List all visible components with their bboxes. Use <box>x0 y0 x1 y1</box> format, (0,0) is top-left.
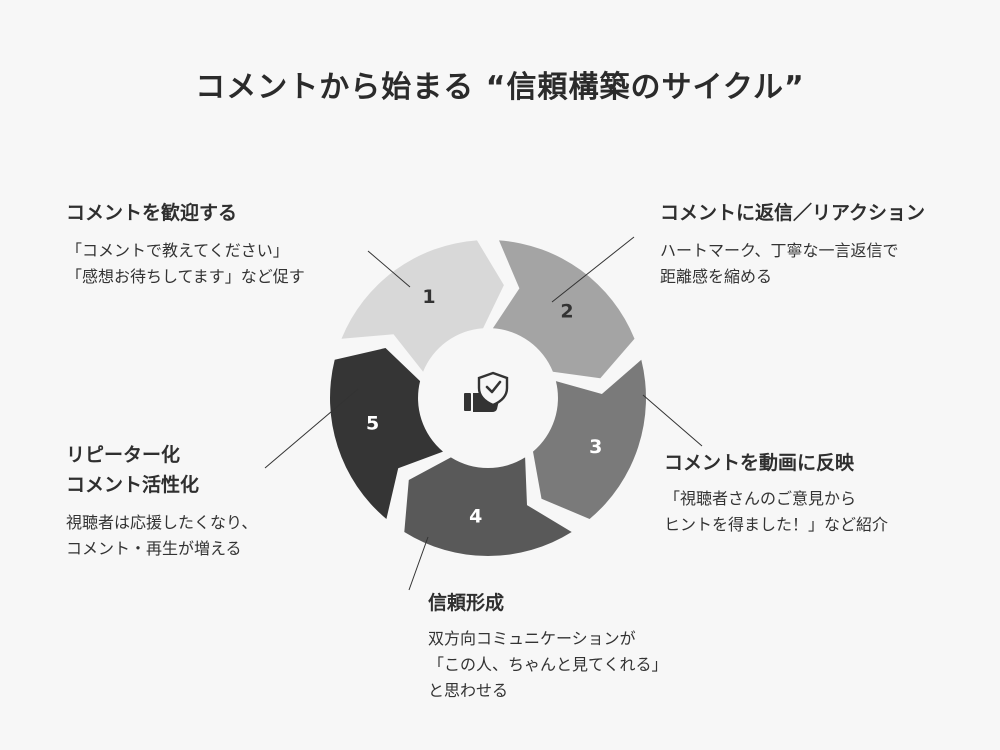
leader-line-3 <box>642 394 703 447</box>
step-4-title: 信頼形成 <box>428 592 505 614</box>
step-1-number: 1 <box>422 286 435 308</box>
step-1-title: コメントを歓迎する <box>66 202 238 224</box>
leader-line-1 <box>367 250 411 288</box>
step-2-description: ハートマーク、丁寧な一言返信で 距離感を縮める <box>660 241 899 286</box>
cycle-segment-5 <box>330 348 443 519</box>
cycle-segment-3 <box>533 359 646 519</box>
step-5-number: 5 <box>366 413 379 435</box>
step-3-title: コメントを動画に反映 <box>664 452 855 474</box>
step-3-number: 3 <box>589 436 602 458</box>
cycle-segment-1 <box>341 240 504 372</box>
leader-line-4 <box>408 536 429 591</box>
step-4-number: 4 <box>469 505 482 527</box>
thumbs-up-shield-icon <box>464 371 509 412</box>
step-5-description: 視聴者は応援したくなり、 コメント・再生が増える <box>66 513 258 558</box>
cycle-segment-2 <box>492 240 635 379</box>
step-1-description: 「コメントで教えてください」 「感想お待ちしてます」など促す <box>66 241 305 286</box>
leader-line-2 <box>551 236 635 303</box>
step-4-description: 双方向コミュニケーションが 「この人、ちゃんと見てくれる」 と思わせる <box>428 629 668 700</box>
page-title: コメントから始まる “信頼構築のサイクル” <box>195 70 805 105</box>
step-2-title: コメントに返信／リアクション <box>660 202 926 224</box>
leader-line-5 <box>264 388 359 469</box>
step-2-number: 2 <box>560 300 573 322</box>
step-3-description: 「視聴者さんのご意見から ヒントを得ました！」など紹介 <box>664 489 889 534</box>
step-5-title: リピーター化 コメント活性化 <box>66 444 200 496</box>
cycle-segment-4 <box>404 457 572 556</box>
